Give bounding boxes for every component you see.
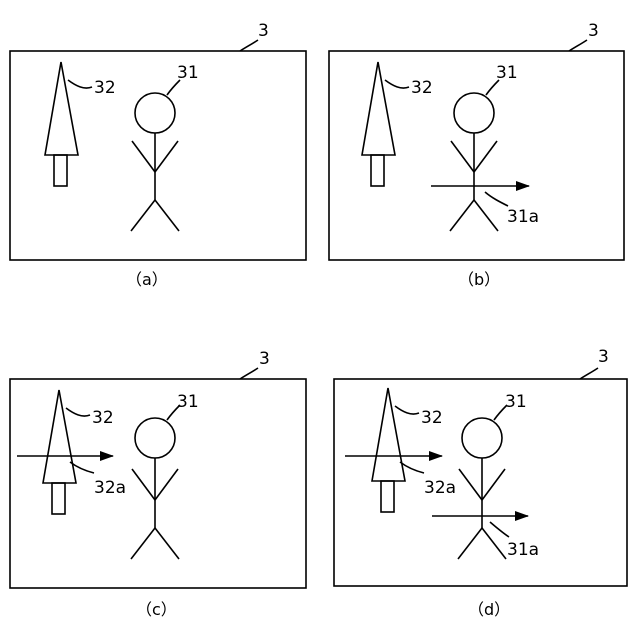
- screen-frame: [334, 379, 627, 586]
- tree-arrow-label: 32a: [424, 478, 456, 498]
- panel-caption: （c）: [136, 600, 177, 619]
- person-figure: [131, 93, 179, 231]
- person-arrow-label: 31a: [507, 540, 539, 560]
- screen-leader-line: [580, 368, 598, 379]
- tree-label: 32: [421, 408, 443, 428]
- tree-leader-line: [68, 80, 92, 88]
- screen-leader-line: [240, 368, 258, 379]
- person-arrow-leader-line: [485, 192, 508, 206]
- person-figure: [450, 93, 498, 231]
- person-label: 31: [177, 392, 199, 412]
- tree-arrow-label: 32a: [94, 478, 126, 498]
- screen-label: 3: [259, 349, 270, 369]
- tree-figure: [372, 388, 405, 512]
- screen-label: 3: [598, 347, 609, 367]
- panel-c: 3 32 32a 31 （c）: [10, 349, 306, 619]
- panel-a: 3 32 31 （a）: [10, 21, 306, 289]
- tree-figure: [362, 62, 395, 186]
- screen-leader-line: [569, 40, 587, 51]
- tree-label: 32: [94, 78, 116, 98]
- tree-leader-line: [385, 80, 409, 88]
- person-arrow-leader-line: [490, 522, 509, 537]
- tree-leader-line: [66, 408, 90, 416]
- tree-label: 32: [411, 78, 433, 98]
- person-label: 31: [177, 63, 199, 83]
- screen-leader-line: [240, 40, 258, 51]
- person-label: 31: [496, 63, 518, 83]
- tree-figure: [45, 62, 78, 186]
- tree-label: 32: [92, 408, 114, 428]
- panel-caption: （b）: [458, 270, 500, 289]
- panel-caption: （a）: [126, 270, 168, 289]
- screen-label: 3: [588, 21, 599, 41]
- panel-caption: （d）: [468, 600, 510, 619]
- panel-b: 3 32 31 31a （b）: [329, 21, 624, 289]
- person-figure: [458, 418, 506, 559]
- tree-leader-line: [395, 406, 419, 414]
- person-arrow-label: 31a: [507, 207, 539, 227]
- screen-label: 3: [258, 21, 269, 41]
- person-figure: [131, 418, 179, 559]
- panel-d: 3 32 32a 31 31a （d）: [334, 347, 627, 619]
- person-label: 31: [505, 392, 527, 412]
- tree-figure: [43, 390, 76, 514]
